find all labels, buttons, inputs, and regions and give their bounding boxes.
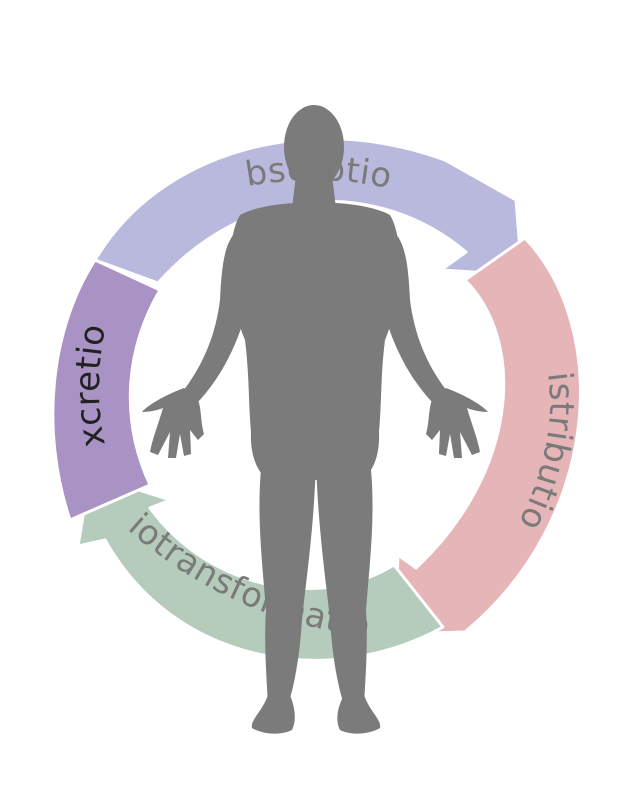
excretion-arrow [51,258,162,522]
human-figure [142,105,488,734]
distribution-arrow [393,236,582,636]
